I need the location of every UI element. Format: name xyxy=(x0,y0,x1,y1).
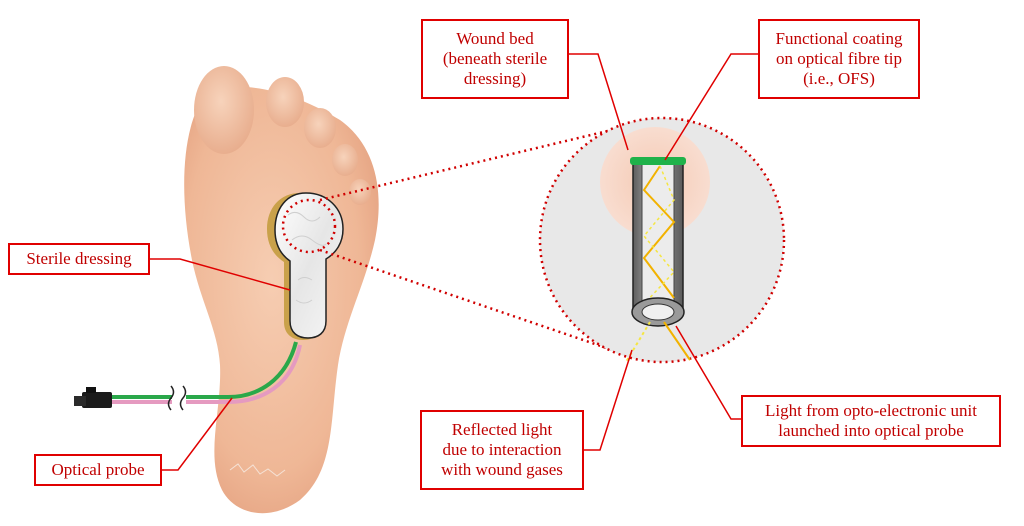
heel-texture xyxy=(229,463,286,477)
label-wound-bed: Wound bed (beneath sterile dressing) xyxy=(421,19,569,99)
foot-sole xyxy=(184,86,379,514)
zoomed-view xyxy=(538,116,786,364)
label-light-from-unit: Light from opto-electronic unit launched… xyxy=(741,395,1001,447)
connector-icon xyxy=(74,387,112,408)
magnification-guides xyxy=(281,120,646,358)
leader-functional-coating xyxy=(664,53,760,161)
break-mark-2 xyxy=(179,385,187,411)
dressing-pad xyxy=(274,192,344,339)
optical-fibre xyxy=(630,157,686,327)
break-mark-1 xyxy=(167,385,175,411)
label-reflected-light: Reflected light due to interaction with … xyxy=(420,410,584,490)
zoom-guide-bottom xyxy=(319,248,631,358)
launched-light-path xyxy=(642,165,676,299)
optical-probe-cable xyxy=(74,341,302,411)
cable-break xyxy=(172,388,186,410)
cable-green xyxy=(110,341,298,399)
big-toe xyxy=(194,66,254,154)
launched-light-entry xyxy=(663,321,691,361)
zoom-guide-top xyxy=(319,120,646,202)
wound-site-marker xyxy=(281,198,337,254)
toe-3 xyxy=(304,108,336,148)
leader-optical-probe xyxy=(160,397,233,471)
functional-coating xyxy=(630,157,686,165)
toe-4 xyxy=(332,144,358,176)
reflected-light-path xyxy=(643,165,676,305)
label-optical-probe: Optical probe xyxy=(34,454,162,486)
foot-illustration xyxy=(184,66,379,514)
leader-lines xyxy=(148,53,760,471)
leader-light-from-unit xyxy=(675,325,743,420)
leader-reflected-light xyxy=(583,349,633,451)
toe-5 xyxy=(349,179,371,205)
dressing-texture xyxy=(287,211,327,304)
sterile-dressing xyxy=(267,192,344,340)
leader-sterile-dressing xyxy=(148,258,291,291)
label-sterile-dressing: Sterile dressing xyxy=(8,243,150,275)
toe-2 xyxy=(266,77,304,127)
cable-pink xyxy=(110,344,302,404)
label-functional-coating: Functional coating on optical fibre tip … xyxy=(758,19,920,99)
leader-wound-bed xyxy=(567,53,629,151)
